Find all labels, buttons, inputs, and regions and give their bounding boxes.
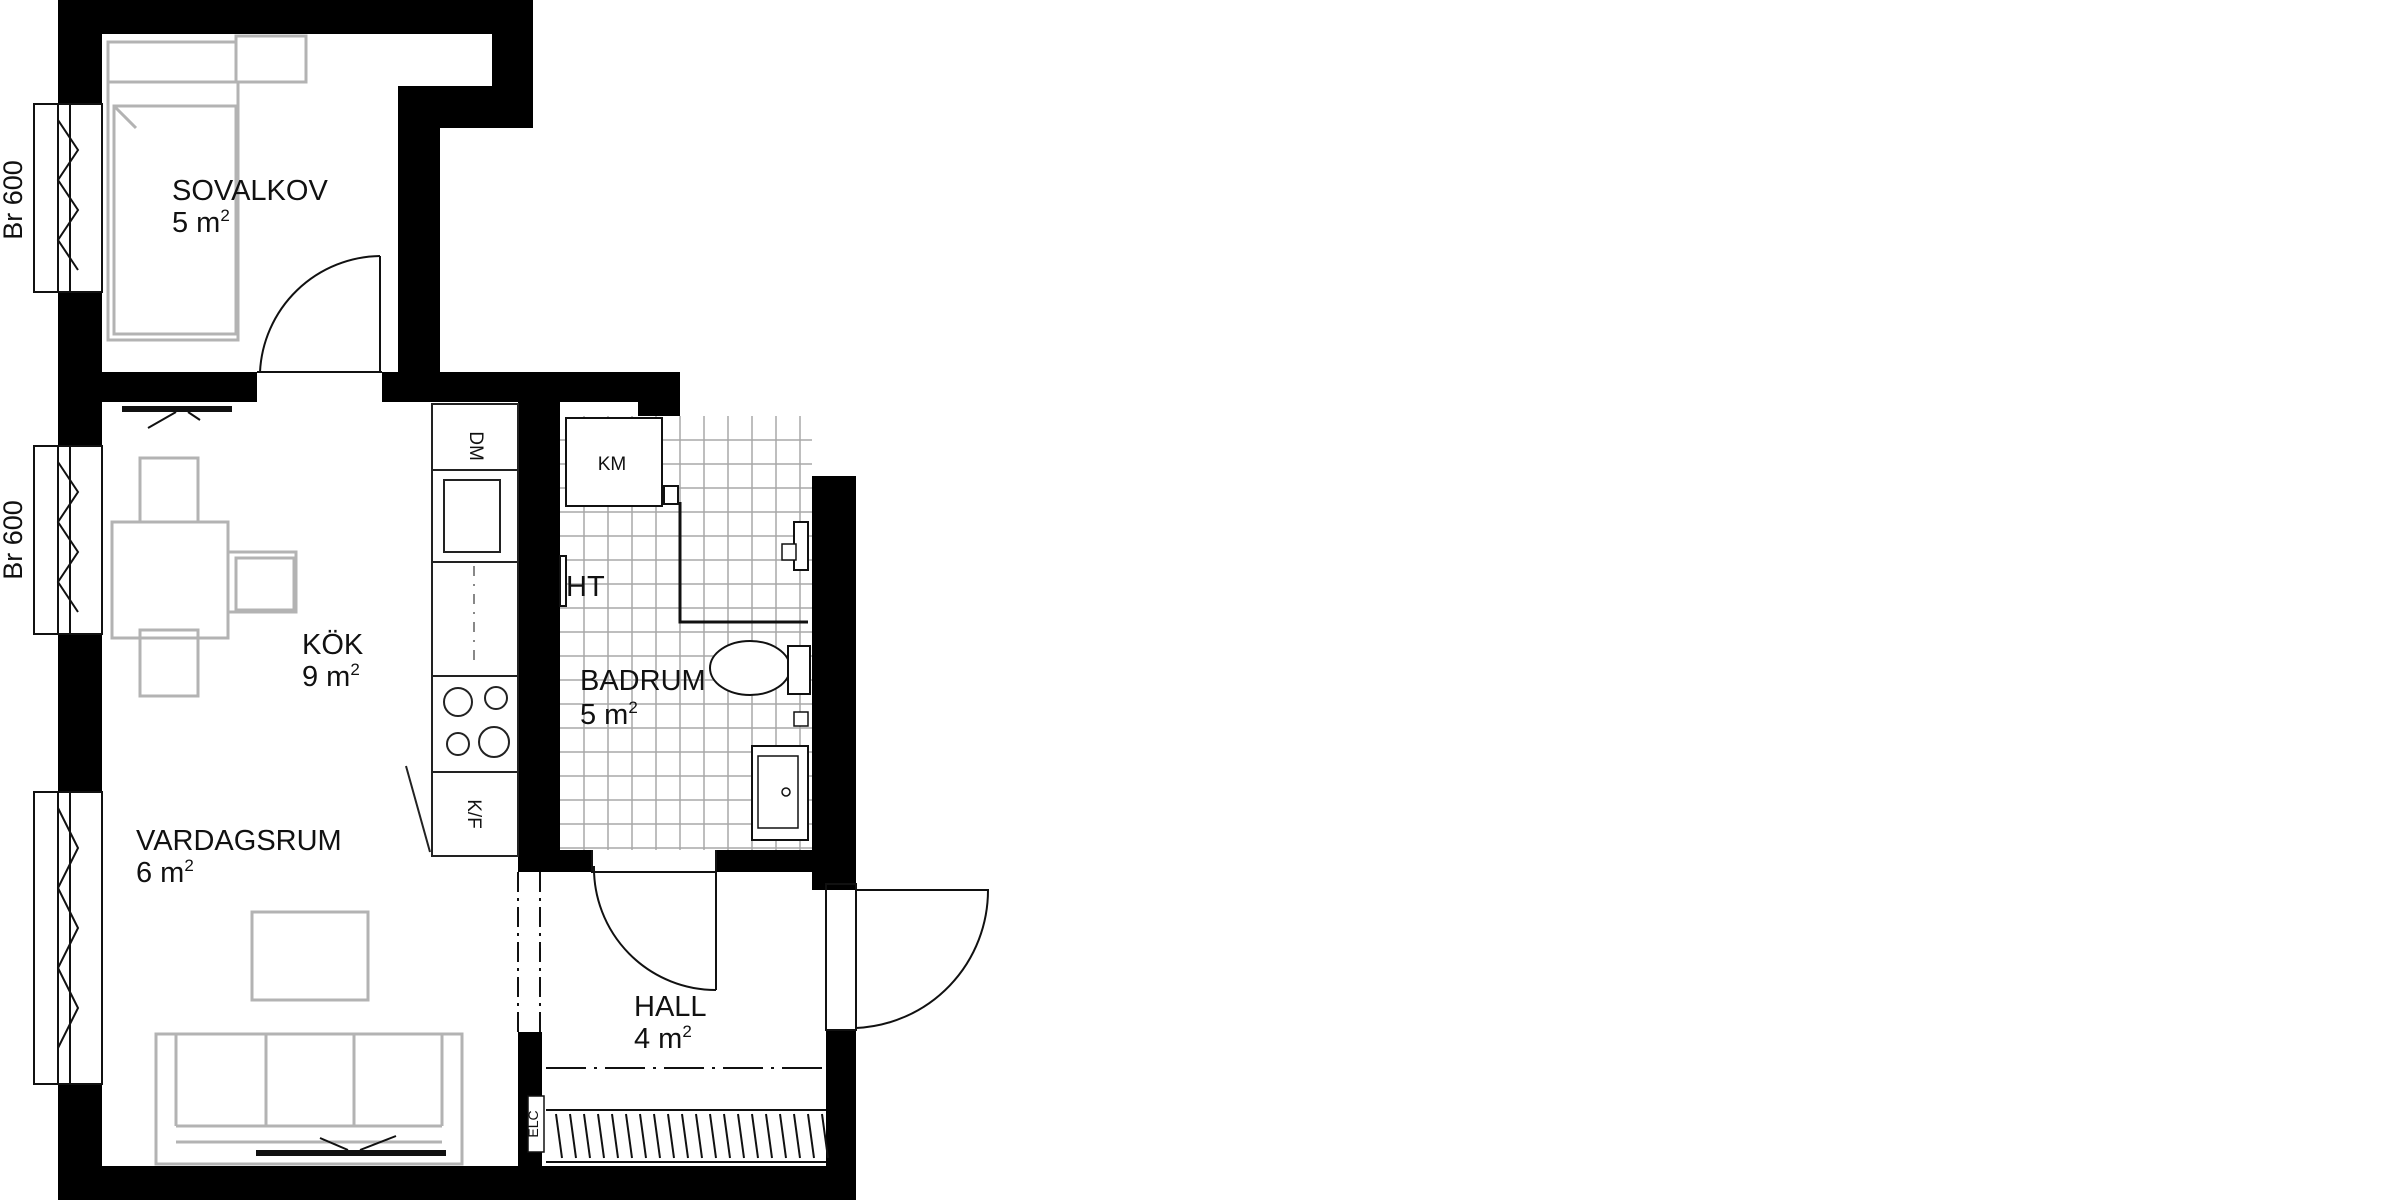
hanger [807,1113,815,1159]
toilet [709,640,811,696]
room-hall: HALL 4 m2 [634,991,707,1055]
hanger [625,1113,633,1159]
room-name-badrum: BADRUM [580,665,706,697]
door-entrance-frame [825,883,857,1031]
window-label-middle: Br 600 [0,500,28,580]
washing-machine [565,417,663,507]
door-sovalkov-swing [259,255,381,373]
kitchen-counter [405,403,519,857]
room-badrum: BADRUM 5 m2 [580,665,706,731]
wall-top [58,0,533,34]
hanger [709,1113,717,1159]
opening-kok-hall [517,872,541,1032]
room-name-vardagsrum: VARDAGSRUM [136,825,342,857]
room-name-kok: KÖK [302,629,364,661]
room-kok: KÖK 9 m2 [302,629,364,693]
room-area-vardagsrum: 6 m2 [136,856,194,889]
wall-bath-left [518,372,560,870]
hanger [737,1113,745,1159]
hanger [653,1113,661,1159]
wall-sov-kok-left [102,372,257,402]
door-badrum-swing [592,865,717,991]
lamp-kok [122,406,232,429]
room-sovalkov: SOVALKOV 5 m2 [172,175,328,239]
room-area-hall: 4 m2 [634,1022,692,1055]
hanger [569,1113,577,1159]
shower-screen [678,502,808,624]
hanger [583,1113,591,1159]
label-elc: ELC [525,1110,541,1137]
hanger [779,1113,787,1159]
hanger [793,1113,801,1159]
coffee-table [250,910,370,1002]
dining-set [110,456,298,698]
lamp-vardagsrum [256,1135,446,1156]
label-kf: K/F [463,799,484,829]
wall-sovalkov-right [398,86,440,402]
hanger [667,1113,675,1159]
window-sovalkov [33,103,103,293]
hanger [639,1113,647,1159]
room-vardagsrum: VARDAGSRUM 6 m2 [136,825,342,889]
hanger [597,1113,605,1159]
walls [58,0,856,1200]
hanger [611,1113,619,1159]
electrical-panel [527,1095,545,1153]
hanger [821,1113,829,1159]
room-name-hall: HALL [634,991,707,1023]
hanger [723,1113,731,1159]
room-area-sovalkov: 5 m2 [172,206,230,239]
fridge-freezer [431,771,519,857]
hanger [751,1113,759,1159]
room-name-sovalkov: SOVALKOV [172,175,328,207]
windows [33,103,103,1085]
bed [106,34,308,342]
window-kok [33,445,103,635]
window-vardagsrum [33,791,103,1085]
label-km: KM [598,454,627,475]
door-entrance-swing [855,889,990,1029]
hanger [695,1113,703,1159]
label-dm: DM [465,431,486,461]
hanger [555,1113,563,1159]
wall-bath-bottom-right [716,848,856,872]
window-label-upper: Br 600 [0,160,28,240]
wall-bottom [58,1166,856,1200]
wall-bath-bottom-left [518,848,592,872]
living-furniture [154,910,464,1166]
sink [751,745,809,841]
label-ht: HT [566,571,605,603]
hanger [681,1113,689,1159]
wardrobe [546,1067,829,1163]
sofa [154,1032,464,1166]
room-area-badrum: 5 m2 [580,698,638,731]
room-area-kok: 9 m2 [302,660,360,693]
cabinet-ht [559,555,567,607]
hanger [765,1113,773,1159]
bathroom-fixtures [559,417,811,841]
wall-bath-right [812,476,856,890]
